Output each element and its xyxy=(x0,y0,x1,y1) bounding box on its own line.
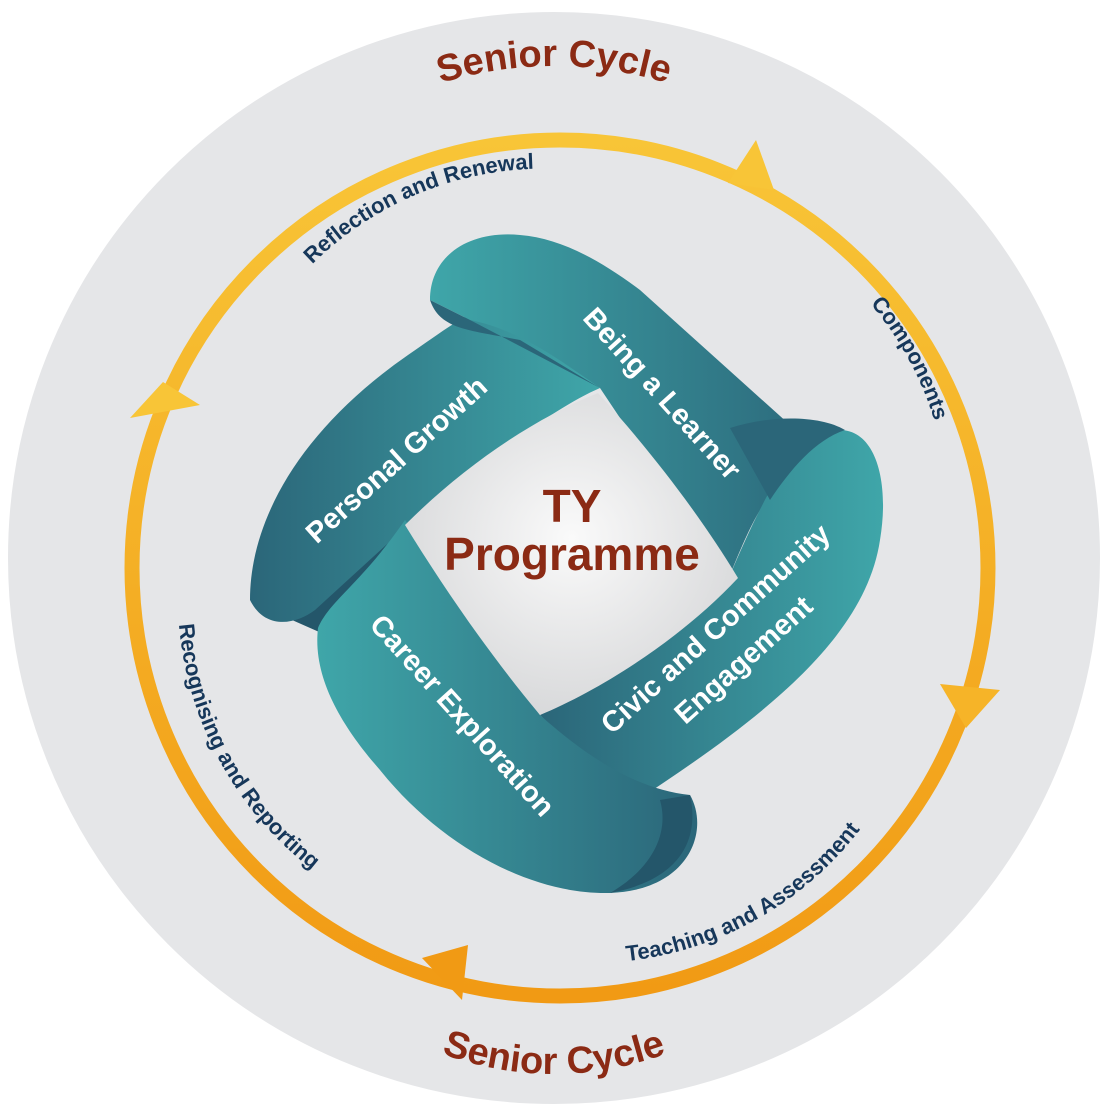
cycle-arrow-right xyxy=(940,684,1000,728)
band-being-learner xyxy=(430,234,840,580)
cycle-arrow-left xyxy=(130,382,200,418)
band-career xyxy=(317,520,698,894)
band-career-underside xyxy=(610,795,693,893)
center-title-line2: Programme xyxy=(444,528,700,580)
band-civic-underside xyxy=(730,418,845,500)
band-civic xyxy=(540,430,884,805)
band-being-learner-underside xyxy=(430,300,600,388)
band-personal-growth xyxy=(250,302,600,622)
cycle-ring xyxy=(124,132,996,1004)
center-title-line1: TY xyxy=(543,480,602,532)
cycle-arrow-top-right xyxy=(728,140,774,190)
center-panel xyxy=(405,393,738,715)
cycle-arrow-bottom xyxy=(422,945,468,1000)
